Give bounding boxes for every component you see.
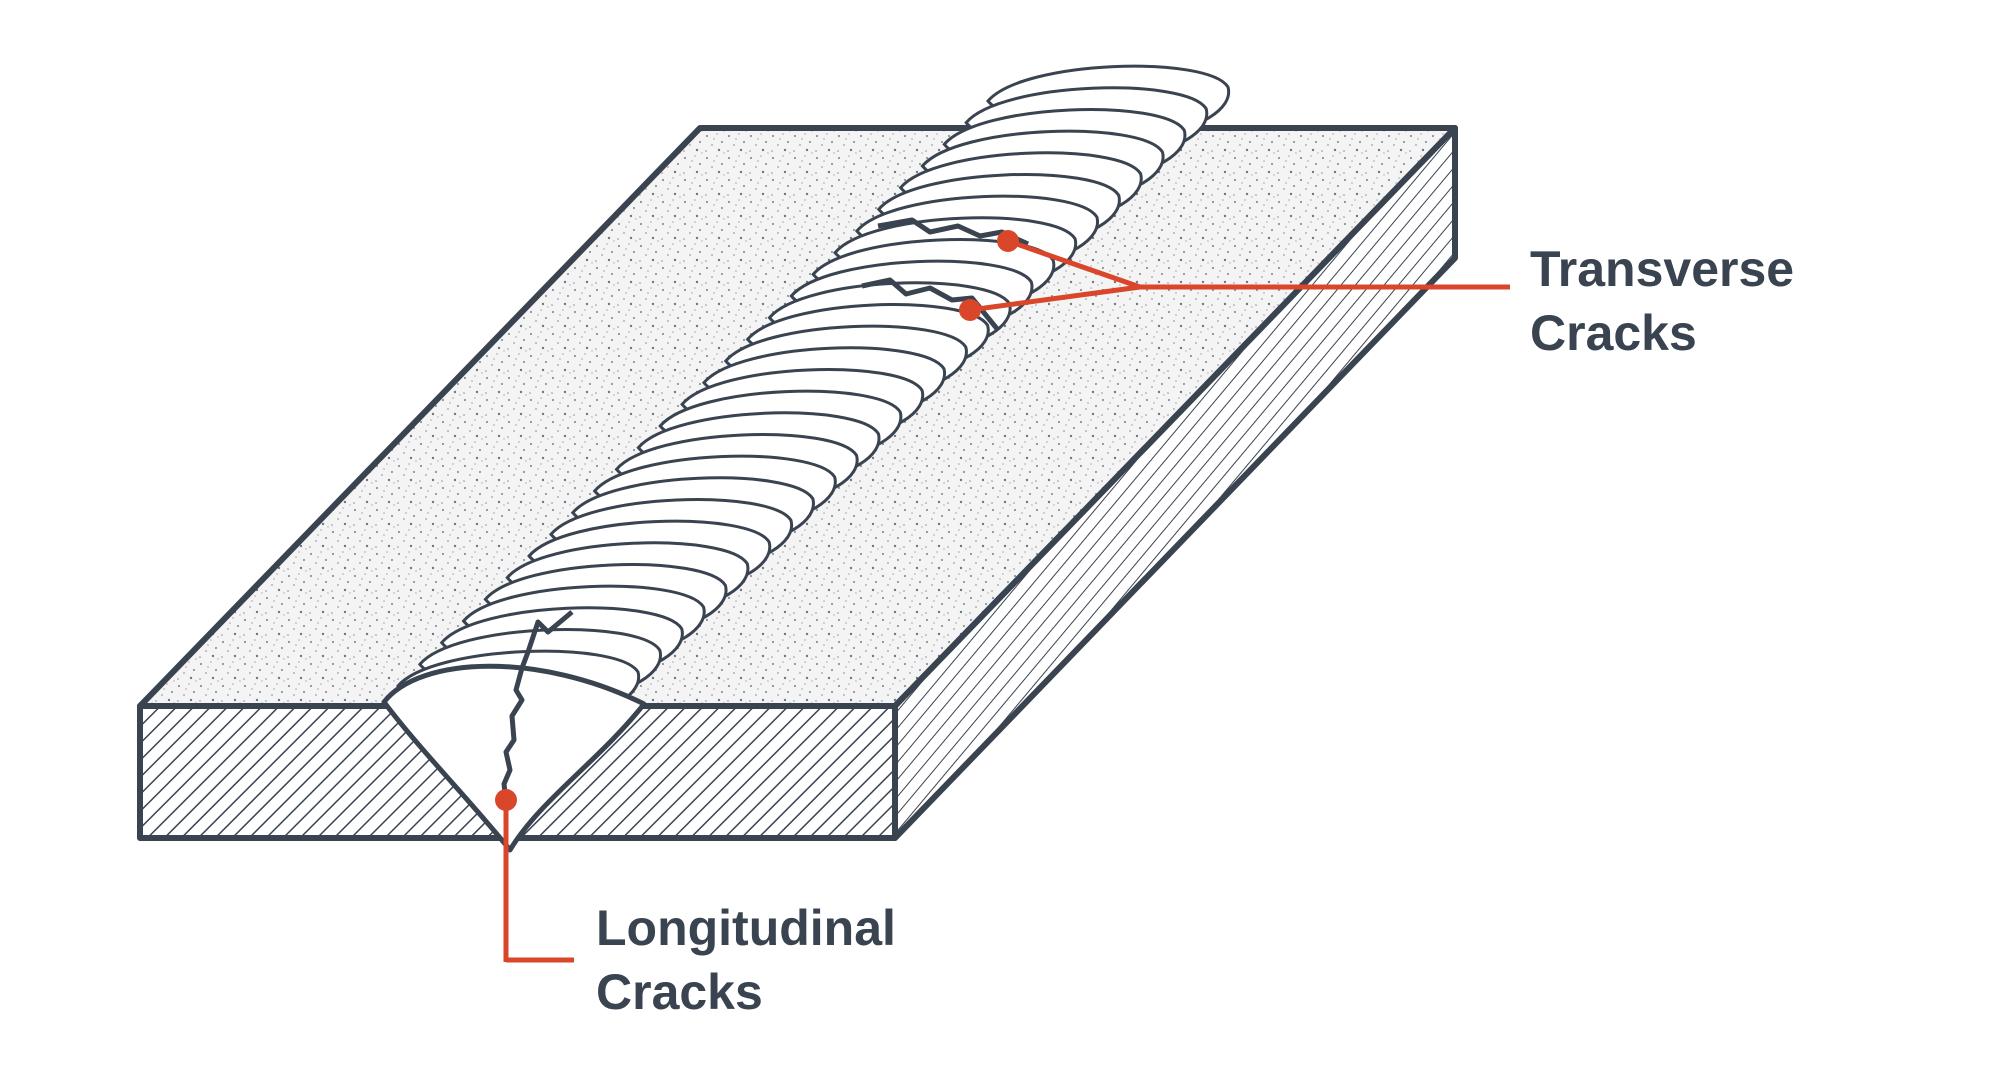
transverse-crack-lower [861, 277, 1000, 332]
longitudinal-crack [501, 610, 574, 801]
longitudinal-callout [495, 789, 574, 963]
weld-cross-section [381, 663, 647, 853]
transverse-callout [959, 230, 1510, 321]
weld-bead-ripples [396, 64, 1231, 723]
transverse-marker-lower [959, 299, 981, 321]
transverse-marker-upper [997, 230, 1019, 252]
transverse-label-line2: Cracks [1530, 305, 1697, 361]
longitudinal-cracks-label: Longitudinal Cracks [596, 896, 896, 1024]
longitudinal-label-line2: Cracks [596, 964, 763, 1020]
transverse-leader-upper [1007, 238, 1141, 290]
transverse-leader-lower [969, 284, 1141, 313]
longitudinal-marker [495, 789, 517, 811]
transverse-label-line1: Transverse [1530, 241, 1795, 297]
longitudinal-label-line1: Longitudinal [596, 900, 896, 956]
transverse-cracks-label: Transverse Cracks [1530, 237, 1794, 365]
